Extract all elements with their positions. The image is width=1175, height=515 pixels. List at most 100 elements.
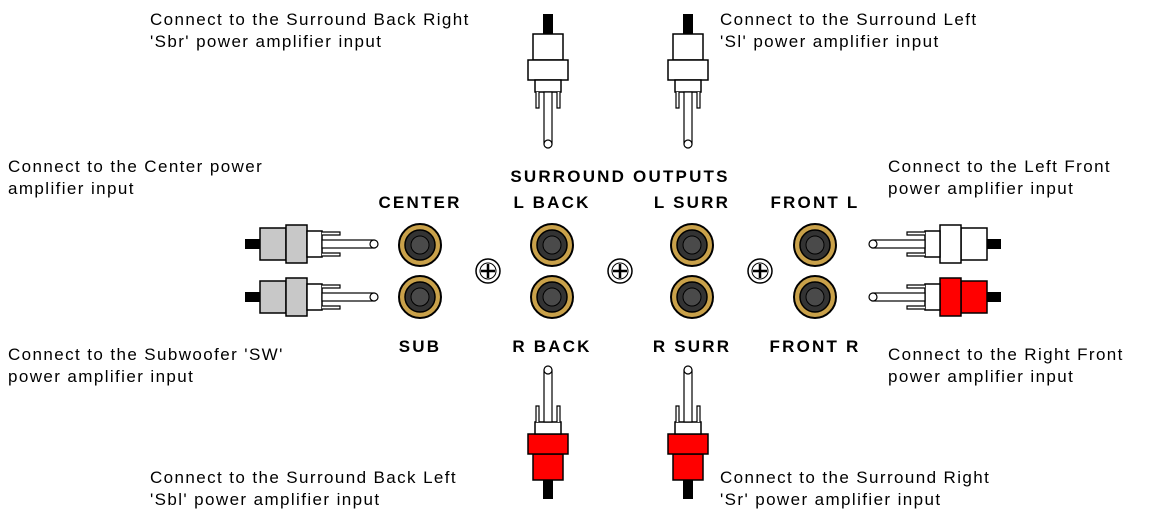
panel-screws [475,258,773,284]
note-sl-line2: 'Sl' power amplifier input [720,32,940,51]
label-sub: SUB [399,337,442,356]
note-surround-left: Connect to the Surround Left 'Sl' power … [720,10,978,51]
plug-front-r-shell [939,277,962,317]
plug-r-surr-prong-left [675,405,680,422]
jack-front-l-center [805,235,825,255]
plug-r-back-prong-left [535,405,540,422]
plug-r-surr-collar [674,421,702,435]
jack-center [398,223,442,267]
plug-front-l-pin-tip [868,239,878,249]
label-center: CENTER [378,193,461,212]
plug-r-back-prong-right [556,405,561,422]
note-right-front: Connect to the Right Front power amplifi… [888,345,1124,386]
plug-front-l-boot [960,227,988,261]
label-l-surr: L SURR [654,193,730,212]
note-rf-line1: Connect to the Right Front [888,345,1124,364]
screw-icon [607,258,633,284]
plug-r-back-pin [543,369,553,423]
plug-front-l-pin [872,239,926,249]
plug-sub-prong-top [322,284,341,289]
plug-r-back-pin-tip [543,365,553,375]
note-sbl-line2: 'Sbl' power amplifier input [150,490,380,509]
label-r-back: R BACK [512,337,591,356]
plug-l-surr-collar [674,79,702,93]
screw-icon [475,258,501,284]
plug-front-l-prong-bottom [906,252,925,257]
surround-outputs-heading: SURROUND OUTPUTS [510,167,729,186]
rca-jacks [398,223,837,319]
plug-front-r-pin-tip [868,292,878,302]
plug-r-surr-pin [683,369,693,423]
plug-center-collar [306,230,323,258]
jack-front-r [793,275,837,319]
plug-r-surr-cable [683,480,693,499]
plug-front-l-cable [987,239,1001,249]
plug-r-back [527,365,569,499]
note-rf-line2: power amplifier input [888,367,1074,386]
plug-center-prong-top [322,231,341,236]
label-front-r: FRONT R [770,337,861,356]
note-sbr-line2: 'Sbr' power amplifier input [150,32,382,51]
screw-cross [613,264,627,278]
note-surround-back-left: Connect to the Surround Back Left 'Sbl' … [150,468,456,509]
plug-center-pin [321,239,375,249]
jack-r-back [530,275,574,319]
plug-front-r-prong-top [906,284,925,289]
jack-sub-center [410,287,430,307]
plug-front-l [868,224,1001,264]
plug-l-surr-pin-tip [683,139,693,149]
plug-r-surr-boot [672,453,704,481]
plug-l-surr [667,14,709,149]
plug-l-surr-pin [683,91,693,145]
plug-r-back-shell [527,433,569,455]
plug-center-cable [245,239,260,249]
note-sl-line1: Connect to the Surround Left [720,10,978,29]
jack-front-r-center [805,287,825,307]
note-lf-line1: Connect to the Left Front [888,157,1111,176]
note-sw-line1: Connect to the Subwoofer 'SW' [8,345,284,364]
plug-l-back-shell [527,59,569,81]
plug-l-surr-boot [672,33,704,61]
plug-r-back-boot [532,453,564,481]
plug-sub-pin [321,292,375,302]
plug-sub-pin-tip [369,292,379,302]
jack-sub [398,275,442,319]
plug-l-back-pin-tip [543,139,553,149]
plug-r-surr-shell [667,433,709,455]
note-surround-back-right: Connect to the Surround Back Right 'Sbr'… [150,10,468,51]
plug-r-back-cable [543,480,553,499]
jack-front-l [793,223,837,267]
plug-sub-shell [285,277,308,317]
plug-sub-prong-bottom [322,305,341,310]
plug-l-back [527,14,569,149]
jack-r-surr-center [682,287,702,307]
plug-front-r-prong-bottom [906,305,925,310]
plug-l-back-prong-right [556,92,561,109]
label-front-l: FRONT L [770,193,859,212]
plug-sub-collar [306,283,323,311]
note-sr-line2: 'Sr' power amplifier input [720,490,941,509]
plug-l-surr-prong-left [675,92,680,109]
plug-center [245,224,379,264]
label-l-back: L BACK [513,193,590,212]
plug-front-l-prong-top [906,231,925,236]
plug-l-back-pin [543,91,553,145]
note-center-line1: Connect to the Center power [8,157,263,176]
plug-sub [245,277,379,317]
note-center: Connect to the Center power amplifier in… [8,157,263,198]
plug-l-back-cable [543,14,553,34]
plug-l-back-boot [532,33,564,61]
plug-r-back-collar [534,421,562,435]
jack-l-surr-center [682,235,702,255]
screw-cross [481,264,495,278]
plug-l-surr-shell [667,59,709,81]
jack-center-center [410,235,430,255]
plug-r-surr-pin-tip [683,365,693,375]
jack-l-back-center [542,235,562,255]
plug-l-surr-cable [683,14,693,34]
plug-sub-cable [245,292,260,302]
plug-l-back-collar [534,79,562,93]
plug-r-surr-prong-right [696,405,701,422]
plug-l-back-prong-left [535,92,540,109]
